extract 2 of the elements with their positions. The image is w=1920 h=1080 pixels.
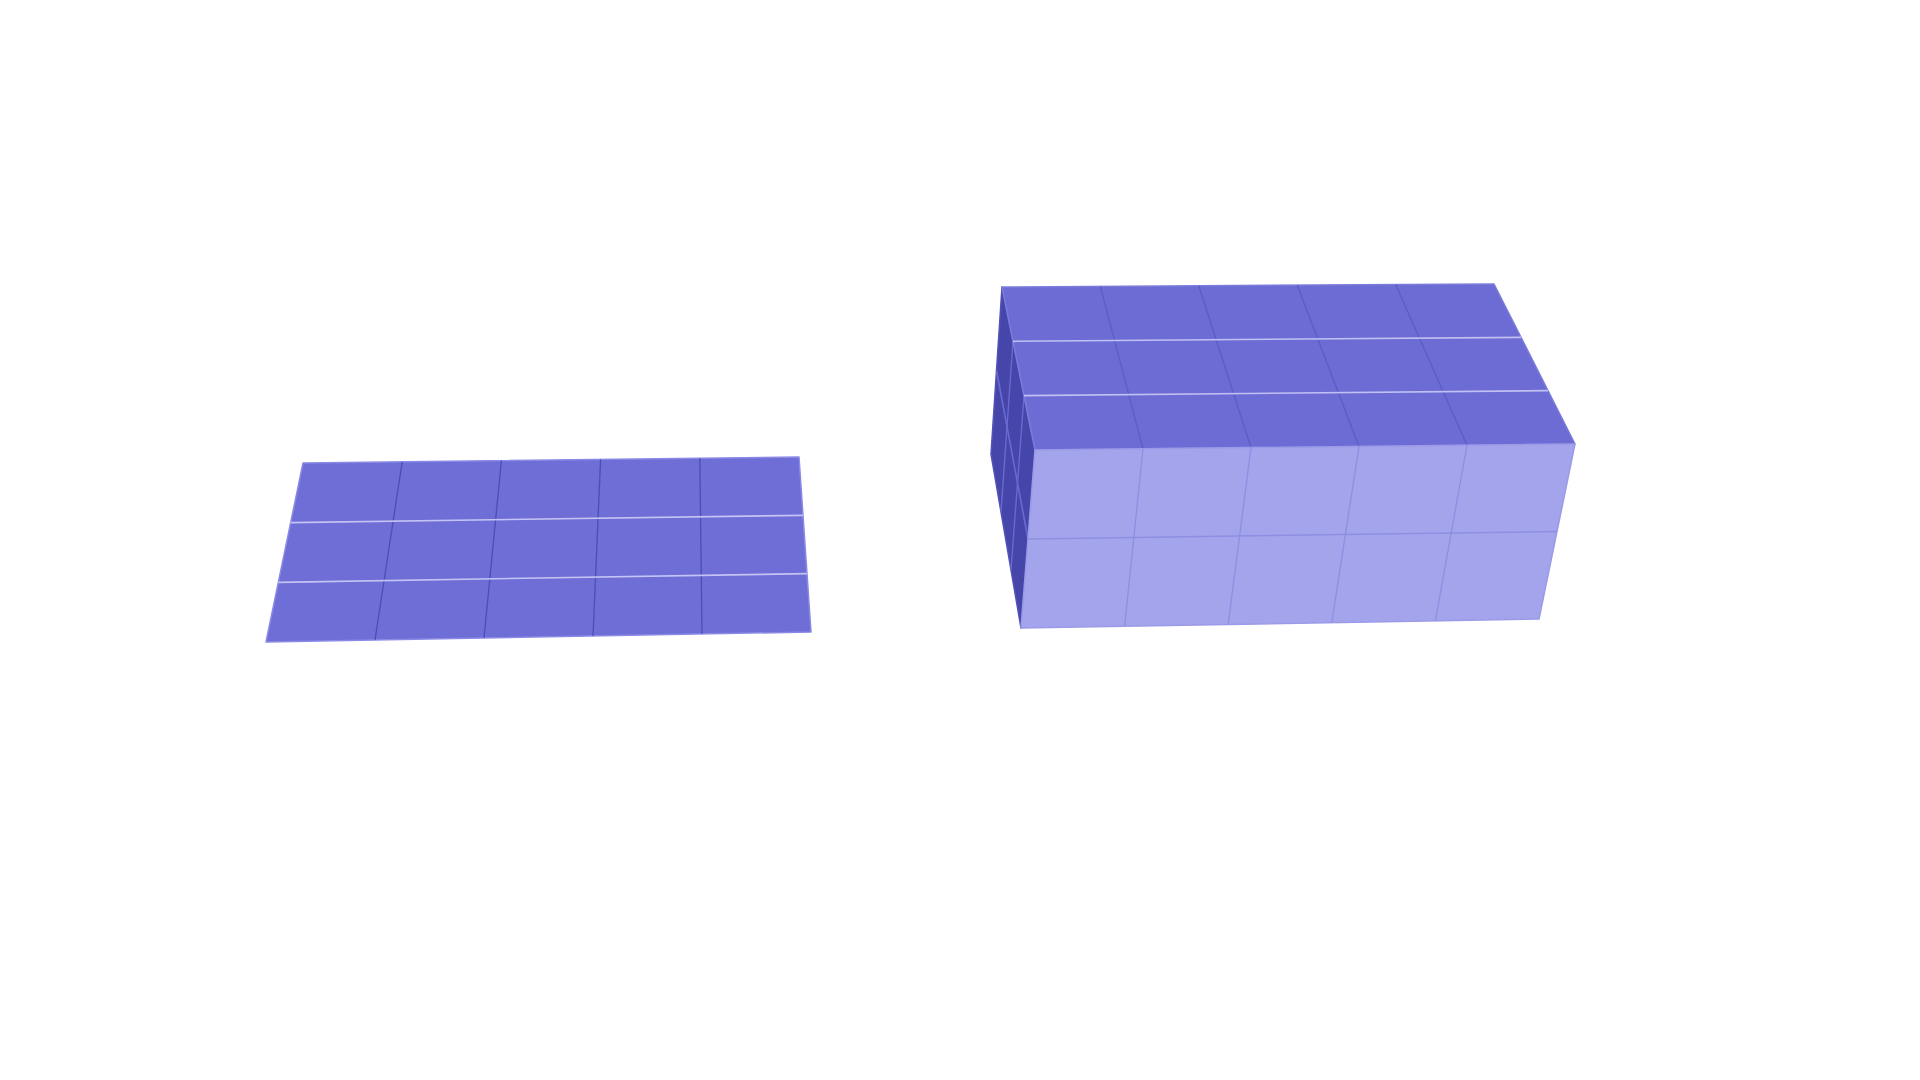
grid-cuboid <box>991 284 1575 628</box>
grid-plate <box>266 457 811 642</box>
